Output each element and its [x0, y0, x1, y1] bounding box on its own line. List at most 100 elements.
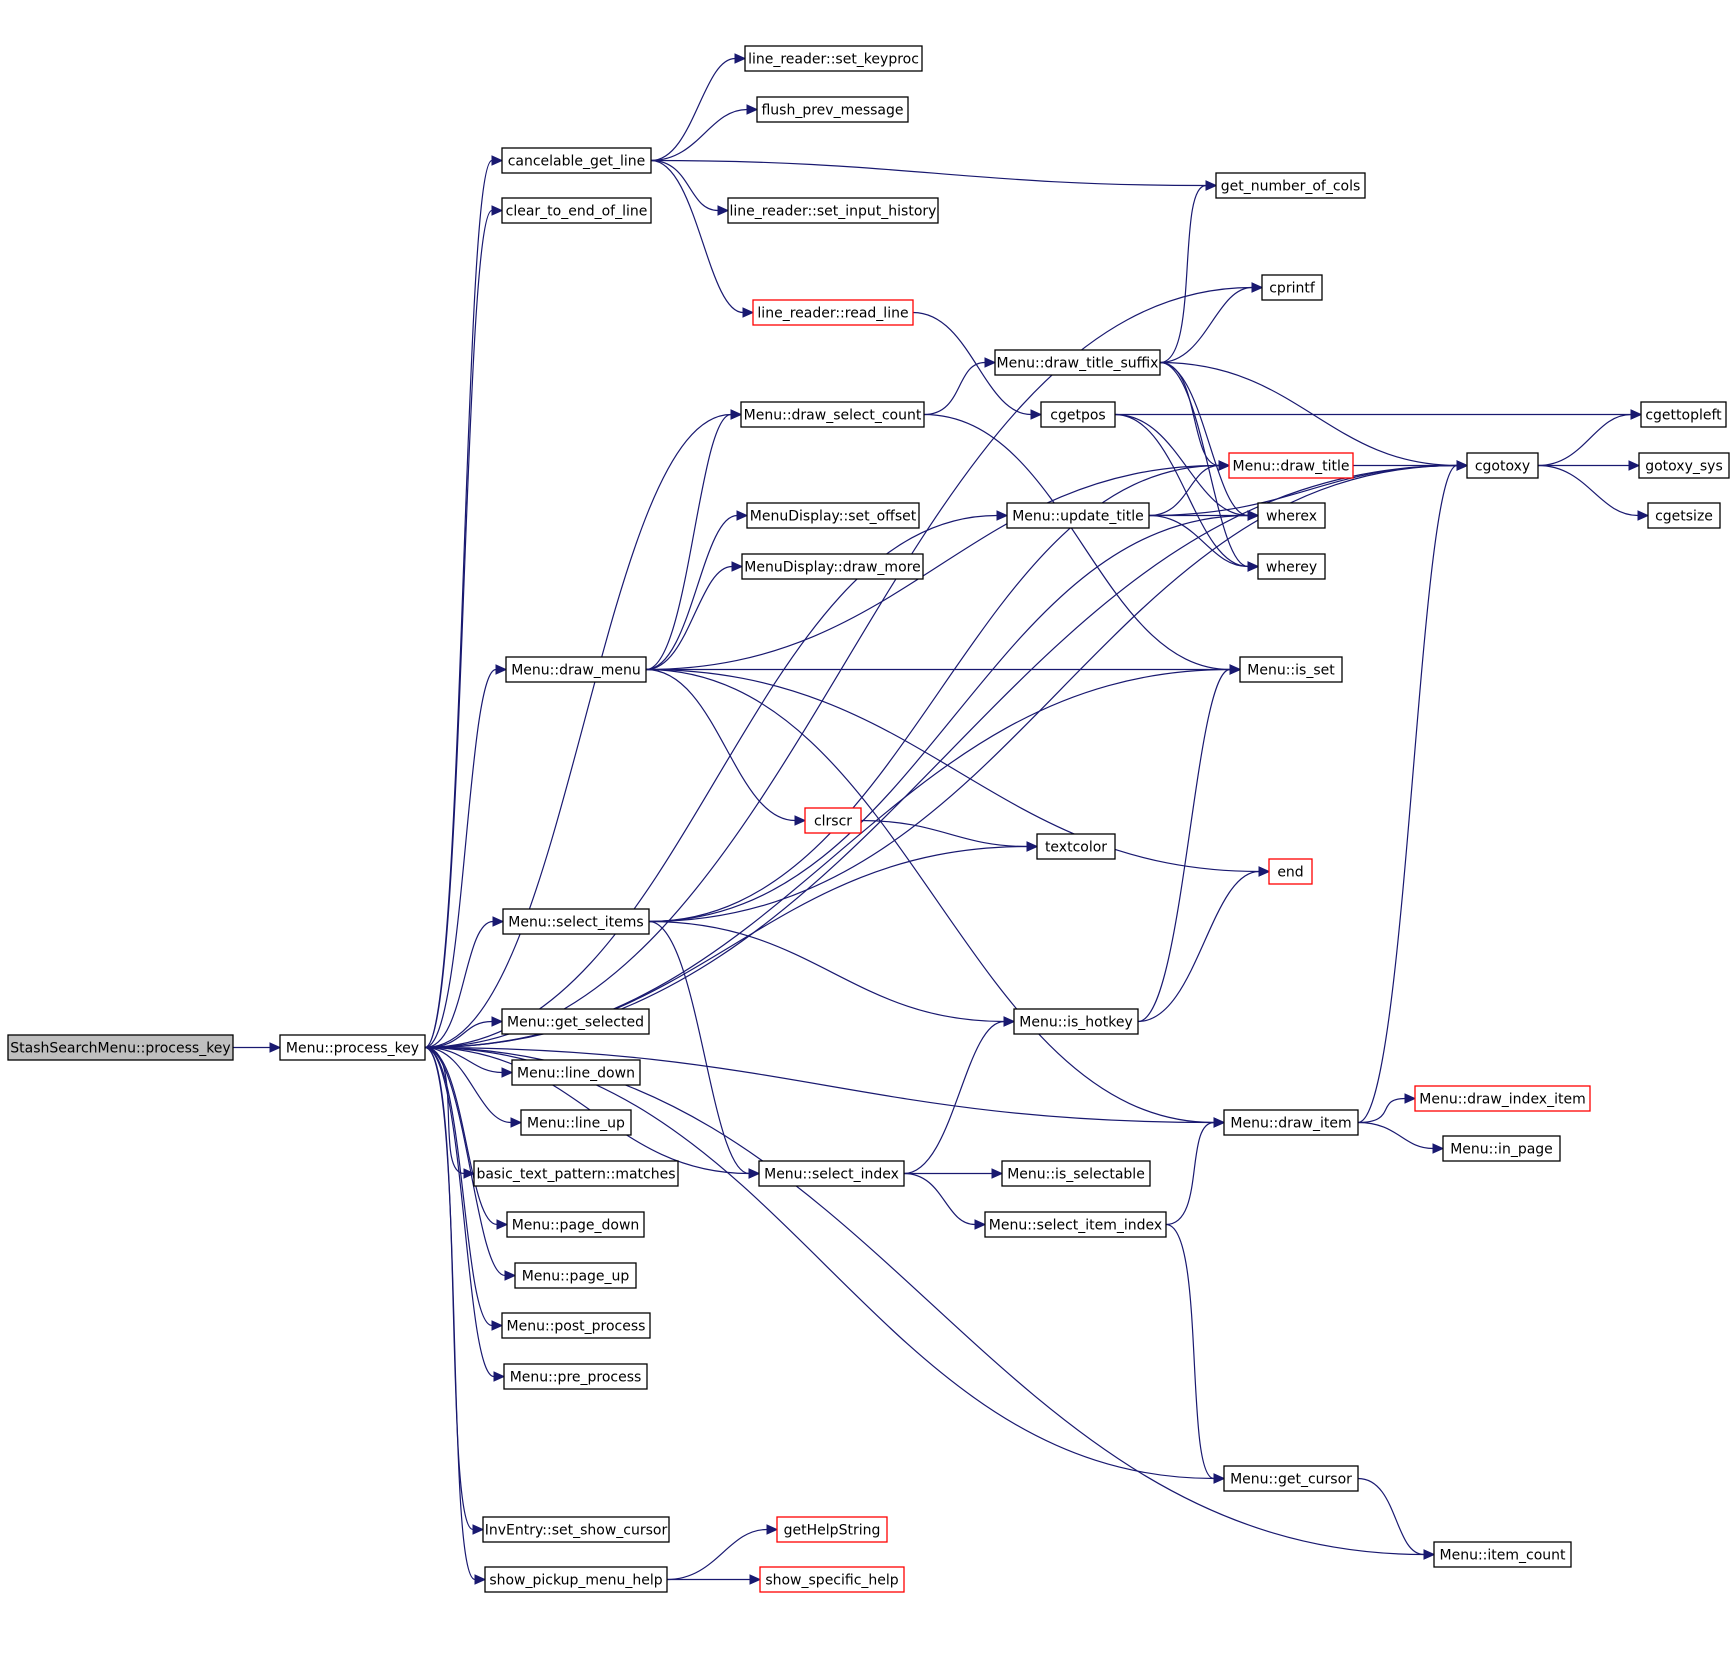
node-draw-more[interactable]: MenuDisplay::draw_more: [741, 553, 924, 580]
node-end[interactable]: end: [1268, 858, 1313, 885]
call-edge: [860, 819, 1039, 852]
node-cprintf[interactable]: cprintf: [1261, 274, 1323, 301]
node-process-key[interactable]: Menu::process_key: [279, 1034, 426, 1061]
node-box: [1040, 401, 1116, 428]
arrowhead-icon: [1404, 1093, 1417, 1104]
node-item-count[interactable]: Menu::item_count: [1433, 1541, 1572, 1568]
node-flush-prev-message[interactable]: flush_prev_message: [756, 96, 909, 123]
node-label: wherex: [1266, 509, 1317, 525]
edge-line: [1114, 413, 1249, 517]
edge-line: [424, 1046, 495, 1378]
node-in-page[interactable]: Menu::in_page: [1442, 1135, 1561, 1162]
node-box: [7, 1034, 234, 1061]
node-clrscr[interactable]: clrscr: [804, 807, 862, 834]
node-clear-to-end-of-line[interactable]: clear_to_end_of_line: [501, 197, 652, 224]
arrowhead-icon: [1630, 409, 1643, 420]
edge-line: [650, 159, 719, 212]
node-select-item-index[interactable]: Menu::select_item_index: [984, 1211, 1167, 1238]
call-edge: [1357, 1121, 1445, 1154]
node-box: [1036, 833, 1116, 860]
node-matches[interactable]: basic_text_pattern::matches: [473, 1160, 679, 1187]
node-update-title[interactable]: Menu::update_title: [1006, 502, 1150, 529]
node-label: StashSearchMenu::process_key: [10, 1041, 230, 1057]
node-draw-title-suffix[interactable]: Menu::draw_title_suffix: [994, 349, 1161, 376]
node-line-down[interactable]: Menu::line_down: [511, 1059, 641, 1086]
node-cgetsize[interactable]: cgetsize: [1647, 502, 1721, 529]
call-edge: [650, 53, 747, 162]
node-cgettopleft[interactable]: cgettopleft: [1640, 401, 1727, 428]
call-edge: [424, 510, 1009, 1049]
node-show-pickup-menu-help[interactable]: show_pickup_menu_help: [484, 1566, 668, 1593]
node-cgotoxy[interactable]: cgotoxy: [1466, 452, 1539, 479]
node-is-set[interactable]: Menu::is_set: [1239, 656, 1343, 683]
edge-line: [1148, 464, 1220, 517]
edge-line: [645, 514, 738, 671]
call-edge: [645, 668, 1226, 1128]
call-edge: [645, 510, 749, 671]
call-edge: [1159, 180, 1218, 364]
node-get-cursor[interactable]: Menu::get_cursor: [1223, 1465, 1359, 1492]
node-cgetpos[interactable]: cgetpos: [1040, 401, 1116, 428]
call-edge: [233, 1042, 282, 1053]
node-label: Menu::select_item_index: [989, 1218, 1162, 1234]
edge-line: [666, 1528, 768, 1581]
arrowhead-icon: [491, 1320, 504, 1331]
edge-line: [650, 108, 748, 162]
call-edge: [424, 1046, 504, 1331]
node-box: [506, 1211, 645, 1238]
edge-line: [648, 514, 1249, 923]
node-set-offset[interactable]: MenuDisplay::set_offset: [746, 502, 920, 529]
edge-line: [424, 286, 1253, 1049]
edge-line: [645, 565, 733, 671]
edge-line: [645, 668, 1215, 1124]
node-read-line[interactable]: line_reader::read_line: [752, 299, 914, 326]
node-box: [1647, 502, 1721, 529]
node-page-up[interactable]: Menu::page_up: [514, 1262, 637, 1289]
arrowhead-icon: [1218, 460, 1231, 471]
node-set-keyproc[interactable]: line_reader::set_keyproc: [744, 45, 923, 72]
node-wherex[interactable]: wherex: [1257, 502, 1326, 529]
node-select-index[interactable]: Menu::select_index: [758, 1160, 905, 1187]
call-edge: [645, 409, 743, 671]
node-gethelpstring[interactable]: getHelpString: [776, 1516, 888, 1543]
node-box: [746, 502, 920, 529]
arrowhead-icon: [1213, 1117, 1226, 1128]
node-pre-process[interactable]: Menu::pre_process: [503, 1363, 648, 1390]
node-wherey[interactable]: wherey: [1257, 553, 1326, 580]
node-box: [1268, 858, 1313, 885]
node-label: cprintf: [1269, 281, 1316, 297]
node-label: MenuDisplay::set_offset: [750, 509, 917, 525]
node-draw-select-count[interactable]: Menu::draw_select_count: [740, 401, 925, 428]
node-set-input-history[interactable]: line_reader::set_input_history: [727, 197, 939, 224]
node-box: [759, 1566, 905, 1593]
node-is-selectable[interactable]: Menu::is_selectable: [1001, 1160, 1151, 1187]
node-box: [501, 1008, 650, 1035]
call-edge: [666, 1524, 779, 1581]
node-box: [503, 1363, 648, 1390]
node-textcolor[interactable]: textcolor: [1036, 833, 1116, 860]
edge-line: [1114, 413, 1249, 568]
node-get-selected[interactable]: Menu::get_selected: [501, 1008, 650, 1035]
node-draw-menu[interactable]: Menu::draw_menu: [505, 656, 647, 683]
node-draw-title[interactable]: Menu::draw_title: [1228, 452, 1354, 479]
node-show-specific-help[interactable]: show_specific_help: [759, 1566, 905, 1593]
node-cancelable-get-line[interactable]: cancelable_get_line: [501, 147, 652, 174]
node-box: [1223, 1109, 1359, 1136]
node-line-up[interactable]: Menu::line_up: [520, 1109, 632, 1136]
edge-line: [424, 1046, 476, 1581]
node-draw-index-item[interactable]: Menu::draw_index_item: [1414, 1085, 1591, 1112]
node-set-show-cursor[interactable]: InvEntry::set_show_cursor: [482, 1516, 670, 1543]
edge-line: [1165, 1223, 1215, 1480]
node-select-items[interactable]: Menu::select_items: [502, 908, 650, 935]
node-get-number-of-cols[interactable]: get_number_of_cols: [1215, 172, 1366, 199]
edge-line: [424, 413, 732, 1049]
node-is-hotkey[interactable]: Menu::is_hotkey: [1013, 1008, 1139, 1035]
node-draw-item[interactable]: Menu::draw_item: [1223, 1109, 1359, 1136]
node-label: Menu::get_cursor: [1230, 1472, 1352, 1488]
node-gotoxy-sys[interactable]: gotoxy_sys: [1638, 452, 1730, 479]
call-edge: [1159, 361, 1260, 521]
node-label: textcolor: [1045, 840, 1107, 856]
edge-line: [1357, 1097, 1406, 1124]
node-page-down[interactable]: Menu::page_down: [506, 1211, 645, 1238]
node-post-process[interactable]: Menu::post_process: [501, 1312, 651, 1339]
